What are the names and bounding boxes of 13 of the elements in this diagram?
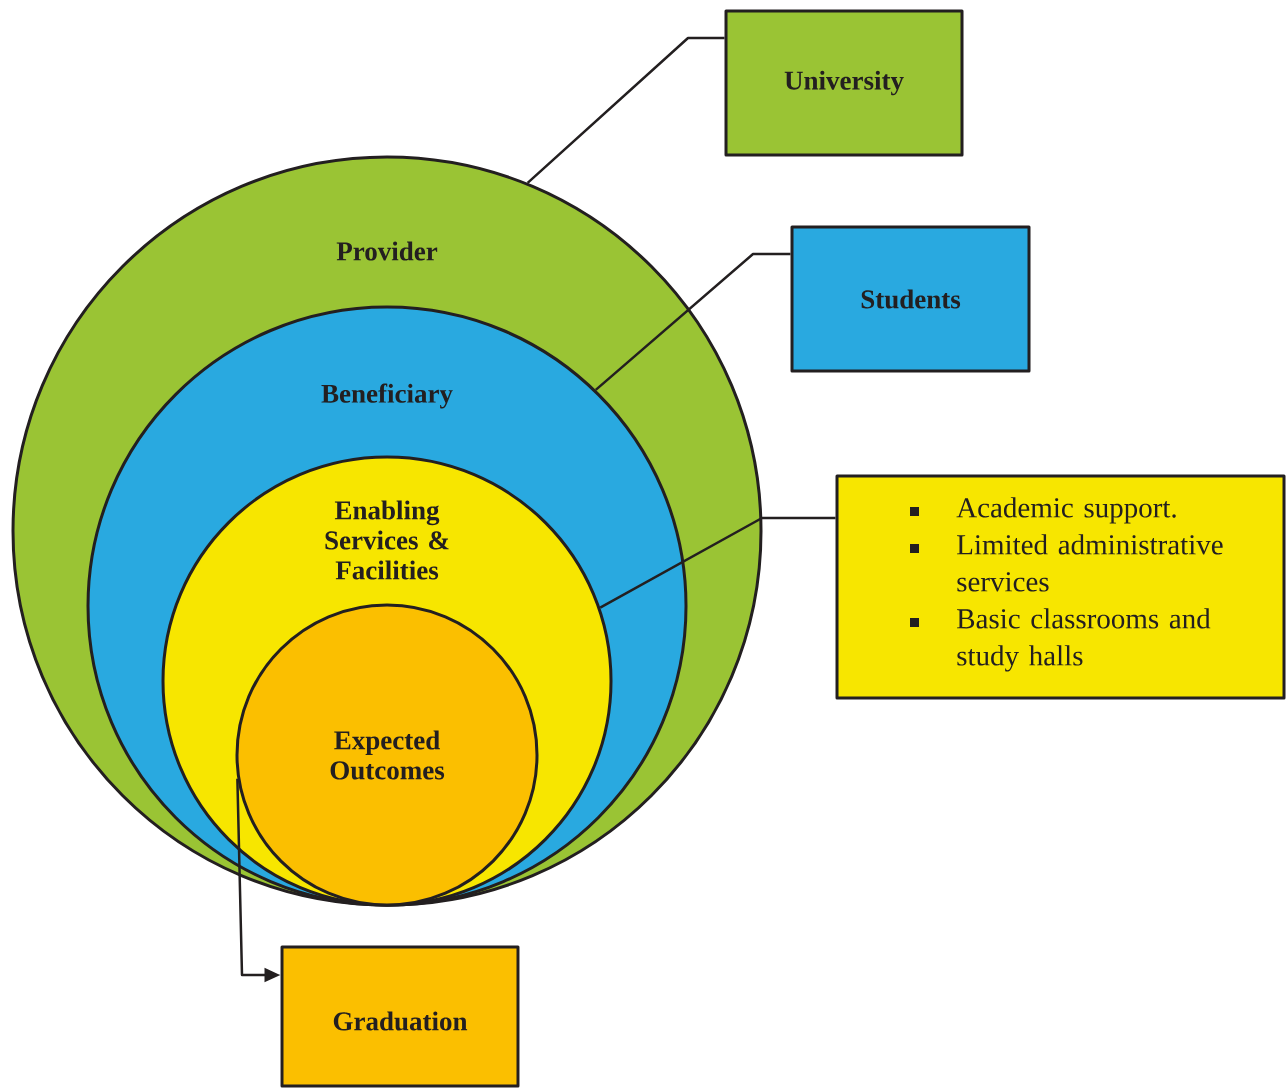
list-item: Limited administrative services — [957, 534, 1223, 592]
leader-line — [599, 516, 836, 609]
circle-label: Beneficiary — [321, 383, 453, 409]
box-label: Students — [861, 289, 961, 309]
box-label: University — [784, 70, 904, 96]
leader-line — [594, 252, 791, 391]
circle-label: Expected Outcomes — [330, 730, 445, 780]
box-label: Graduation — [333, 1011, 468, 1031]
circle-label: Provider — [336, 241, 438, 261]
list-item: Basic classrooms and study halls — [957, 608, 1211, 672]
circle-label: Enabling Services & Facilities — [325, 500, 449, 580]
leader-line — [526, 36, 725, 184]
list-item: Academic support. — [956, 497, 1176, 524]
